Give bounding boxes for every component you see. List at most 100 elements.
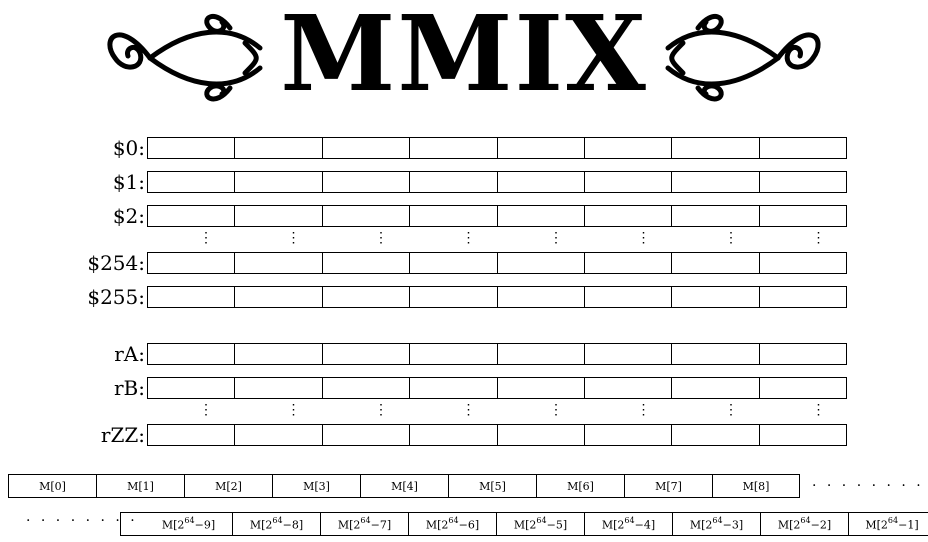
register-byte-cell [498, 378, 585, 398]
register-byte-cell [148, 425, 235, 445]
vertical-ellipsis: ⋮ [374, 231, 384, 245]
register-1-box [147, 171, 847, 193]
memory-cell-exponent: 64 [448, 516, 458, 525]
memory-cell-high: M[264−4] [584, 512, 672, 536]
register-byte-cell [235, 138, 322, 158]
register-byte-cell [410, 206, 497, 226]
memory-cell-exponent: 64 [360, 516, 370, 525]
vertical-ellipsis: ⋮ [549, 231, 559, 245]
register-byte-cell [585, 138, 672, 158]
register-byte-cell [323, 378, 410, 398]
register-rB-label: rB: [0, 376, 145, 400]
memory-cell-base: M[2 [162, 518, 185, 531]
memory-cell-exponent: 64 [888, 516, 898, 525]
memory-cell-offset: −9] [195, 518, 216, 531]
vertical-ellipsis: ⋮ [812, 231, 822, 245]
memory-cell: M[1] [96, 474, 184, 498]
register-byte-cell [148, 138, 235, 158]
memory-cell-exponent: 64 [184, 516, 194, 525]
memory-cell-base: M[2 [250, 518, 273, 531]
register-byte-cell [585, 425, 672, 445]
memory-cell-base: M[2 [602, 518, 625, 531]
memory-row-low-continuation-dots: · · · · · · · · [812, 478, 924, 494]
memory-cell-base: M[2 [778, 518, 801, 531]
memory-cell-exponent: 64 [536, 516, 546, 525]
register-byte-cell [148, 172, 235, 192]
register-byte-cell [323, 172, 410, 192]
register-byte-cell [760, 287, 846, 307]
register-1-label: $1: [0, 170, 145, 194]
memory-row-high: M[264−9]M[264−8]M[264−7]M[264−6]M[264−5]… [120, 512, 928, 536]
right-flourish-ornament [668, 16, 818, 98]
memory-cell-base: M[2 [426, 518, 449, 531]
register-byte-cell [235, 425, 322, 445]
register-255-label: $255: [0, 285, 145, 309]
memory-cell: M[7] [624, 474, 712, 498]
register-2-box [147, 205, 847, 227]
memory-cell-high: M[264−6] [408, 512, 496, 536]
memory-cell: M[4] [360, 474, 448, 498]
vertical-ellipsis: ⋮ [199, 231, 209, 245]
register-byte-cell [672, 425, 759, 445]
memory-cell-high: M[264−7] [320, 512, 408, 536]
register-byte-cell [585, 253, 672, 273]
memory-cell-high: M[264−8] [232, 512, 320, 536]
register-byte-cell [235, 253, 322, 273]
memory-cell-offset: −6] [459, 518, 480, 531]
register-byte-cell [323, 344, 410, 364]
register-byte-cell [410, 287, 497, 307]
register-byte-cell [235, 344, 322, 364]
vertical-ellipsis: ⋮ [549, 403, 559, 417]
memory-cell-exponent: 64 [624, 516, 634, 525]
register-byte-cell [323, 253, 410, 273]
register-byte-cell [410, 378, 497, 398]
register-byte-cell [585, 344, 672, 364]
vertical-ellipsis: ⋮ [724, 403, 734, 417]
register-byte-cell [498, 287, 585, 307]
vertical-ellipsis: ⋮ [287, 231, 297, 245]
memory-cell-offset: −3] [723, 518, 744, 531]
register-byte-cell [410, 253, 497, 273]
register-byte-cell [672, 378, 759, 398]
register-byte-cell [672, 138, 759, 158]
mmix-title-logo: MMIX [0, 0, 928, 108]
memory-cell-high: M[264−2] [760, 512, 848, 536]
mmix-title-text: MMIX [280, 0, 648, 108]
register-byte-cell [760, 206, 846, 226]
register-byte-cell [760, 138, 846, 158]
register-byte-cell [498, 138, 585, 158]
register-byte-cell [323, 425, 410, 445]
memory-cell-base: M[2 [690, 518, 713, 531]
memory-cell: M[8] [712, 474, 800, 498]
memory-cell-exponent: 64 [712, 516, 722, 525]
register-rB-box [147, 377, 847, 399]
register-byte-cell [760, 253, 846, 273]
register-byte-cell [323, 287, 410, 307]
memory-cell: M[0] [8, 474, 96, 498]
register-byte-cell [235, 287, 322, 307]
register-byte-cell [585, 378, 672, 398]
register-byte-cell [323, 138, 410, 158]
register-byte-cell [410, 172, 497, 192]
left-flourish-ornament [110, 16, 260, 98]
register-byte-cell [148, 344, 235, 364]
memory-cell-base: M[2 [338, 518, 361, 531]
register-254-box [147, 252, 847, 274]
register-byte-cell [760, 344, 846, 364]
register-rZZ-box [147, 424, 847, 446]
vertical-ellipsis: ⋮ [637, 403, 647, 417]
register-byte-cell [672, 253, 759, 273]
vertical-ellipsis: ⋮ [812, 403, 822, 417]
memory-cell: M[2] [184, 474, 272, 498]
vertical-ellipsis: ⋮ [287, 403, 297, 417]
register-byte-cell [672, 172, 759, 192]
register-byte-cell [498, 425, 585, 445]
register-0-label: $0: [0, 136, 145, 160]
vertical-ellipsis: ⋮ [199, 403, 209, 417]
vertical-ellipsis: ⋮ [637, 231, 647, 245]
memory-cell-exponent: 64 [272, 516, 282, 525]
register-254-label: $254: [0, 251, 145, 275]
register-rZZ-label: rZZ: [0, 423, 145, 447]
memory-cell: M[6] [536, 474, 624, 498]
register-byte-cell [585, 287, 672, 307]
